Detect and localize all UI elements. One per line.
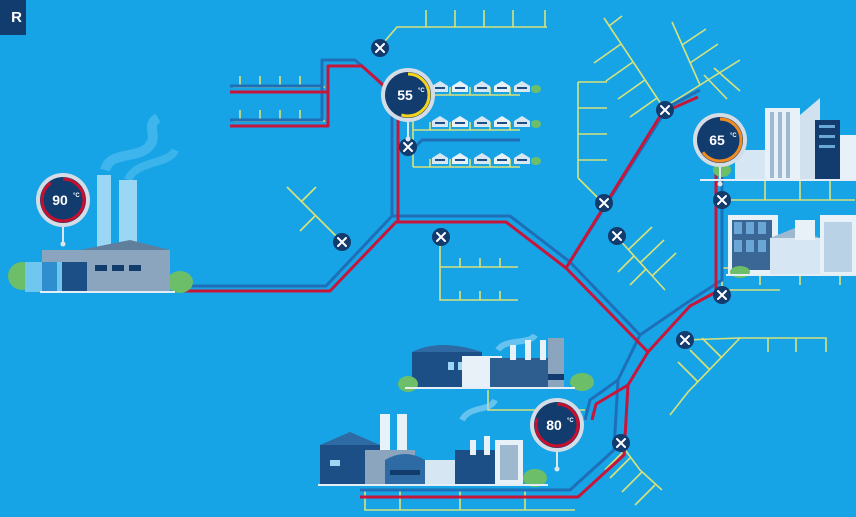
gauge-unit: °C xyxy=(418,88,425,94)
house-icon xyxy=(514,81,530,92)
gauge-temperature-value: 90 xyxy=(52,192,68,208)
valve-icon xyxy=(676,331,694,349)
house-icon xyxy=(452,153,468,164)
valve-icon xyxy=(608,227,626,245)
city-buildings xyxy=(700,98,856,278)
valve-icon xyxy=(399,138,417,156)
gauge-level-arc xyxy=(385,72,431,118)
valve-icon xyxy=(713,286,731,304)
house-icon xyxy=(494,153,510,164)
valve-icon xyxy=(612,434,630,452)
temperature-gauge-power-plant: 90 °C xyxy=(36,173,90,247)
tree-icon xyxy=(531,120,541,128)
gauge-level-arc xyxy=(40,177,86,223)
house-icon xyxy=(474,81,490,92)
house-icon xyxy=(452,81,468,92)
valve-icon xyxy=(713,191,731,209)
house-icon xyxy=(494,81,510,92)
gauge-unit: °C xyxy=(567,418,574,424)
tree-icon xyxy=(531,85,541,93)
house-icon xyxy=(474,153,490,164)
gauge-unit: °C xyxy=(730,133,737,139)
gauge-temperature-value: 65 xyxy=(709,132,725,148)
tree-icon xyxy=(531,157,541,165)
valve-icon xyxy=(595,194,613,212)
gauge-level-arc xyxy=(534,402,580,448)
house-icon xyxy=(514,116,530,127)
valve-icon xyxy=(333,233,351,251)
temperature-gauge-city-buildings: 65 °C xyxy=(693,113,747,187)
valve-icon xyxy=(371,39,389,57)
gauge-level-arc xyxy=(697,117,743,163)
gauge-unit: °C xyxy=(73,193,80,199)
residential-houses xyxy=(432,81,541,165)
temperature-gauges: 90 °C 55 °C 65 °C 80 °C xyxy=(36,68,747,472)
house-icon xyxy=(514,153,530,164)
valve-icon xyxy=(656,101,674,119)
corner-tag: R xyxy=(0,0,26,35)
house-icon xyxy=(432,116,448,127)
valve-icon xyxy=(432,228,450,246)
house-icon xyxy=(432,81,448,92)
temperature-gauge-industrial-plants: 80 °C xyxy=(530,398,584,472)
house-icon xyxy=(474,116,490,127)
valves xyxy=(333,39,731,452)
gauge-temperature-value: 80 xyxy=(546,417,562,433)
gauge-temperature-value: 55 xyxy=(397,87,413,103)
power-plant xyxy=(8,113,193,293)
temperature-gauge-residential-houses: 55 °C xyxy=(381,68,435,142)
house-icon xyxy=(432,153,448,164)
industrial-plants xyxy=(318,333,594,487)
house-icon xyxy=(494,116,510,127)
house-icon xyxy=(452,116,468,127)
